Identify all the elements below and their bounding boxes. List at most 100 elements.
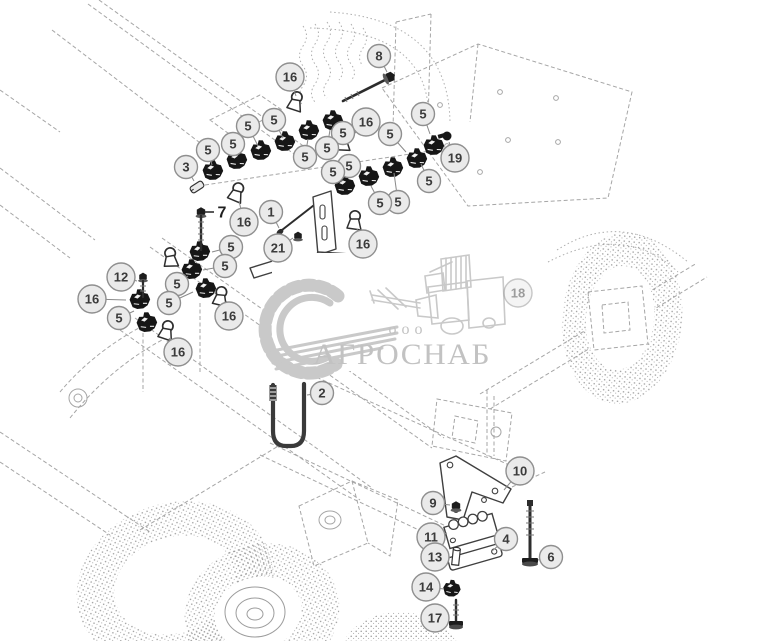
cable-clamp — [200, 157, 226, 183]
callout-5[interactable]: 5 — [410, 101, 436, 135]
callout-5[interactable]: 5 — [164, 271, 190, 297]
callout-18[interactable]: 18 — [503, 278, 533, 308]
wheels — [76, 232, 683, 641]
callout-16[interactable]: 16 — [77, 284, 127, 314]
watermark: ооо АГРОСНАБ — [258, 253, 510, 380]
svg-text:5: 5 — [173, 277, 180, 292]
svg-text:14: 14 — [419, 580, 434, 595]
cable-clamp — [272, 128, 298, 154]
svg-text:5: 5 — [229, 137, 236, 152]
callout-1[interactable]: 1 — [258, 199, 284, 229]
cable-clamp — [126, 286, 153, 312]
callout-4[interactable]: 4 — [491, 526, 519, 552]
callout-9[interactable]: 9 — [420, 490, 451, 516]
callout-16[interactable]: 16 — [348, 228, 378, 259]
callout-16[interactable]: 16 — [349, 107, 381, 139]
cable-clamp — [296, 117, 322, 143]
bolt-head — [381, 69, 398, 86]
callout-17[interactable]: 17 — [420, 603, 450, 633]
connector — [189, 180, 205, 194]
svg-text:5: 5 — [329, 165, 336, 180]
svg-text:8: 8 — [375, 49, 382, 64]
callout-14[interactable]: 14 — [411, 572, 445, 602]
spacer — [451, 546, 461, 566]
svg-text:5: 5 — [165, 296, 172, 311]
callout-16[interactable]: 16 — [214, 301, 244, 331]
callout-2[interactable]: 2 — [306, 380, 335, 406]
svg-text:18: 18 — [511, 286, 525, 301]
loop-clamp — [226, 180, 247, 205]
svg-text:16: 16 — [85, 292, 99, 307]
loop-clamp — [156, 318, 176, 342]
svg-text:5: 5 — [244, 119, 251, 134]
cable-clamp — [192, 275, 219, 301]
svg-text:5: 5 — [323, 141, 330, 156]
callout-19[interactable]: 19 — [440, 141, 470, 173]
svg-text:5: 5 — [204, 143, 211, 158]
svg-text:5: 5 — [270, 113, 277, 128]
callout-21[interactable]: 21 — [263, 233, 294, 263]
callout-5[interactable]: 5 — [106, 305, 135, 331]
cable-clamp — [441, 578, 462, 599]
label-7[interactable]: 7 — [204, 204, 227, 221]
svg-text:3: 3 — [182, 160, 189, 175]
callout-16[interactable]: 16 — [275, 62, 305, 97]
callout-5[interactable]: 5 — [195, 137, 221, 166]
nut — [293, 231, 303, 242]
callout-5[interactable]: 5 — [292, 138, 318, 170]
callout-13[interactable]: 13 — [420, 542, 450, 572]
svg-text:13: 13 — [428, 550, 442, 565]
svg-text:16: 16 — [356, 237, 370, 252]
callout-5[interactable]: 5 — [220, 131, 246, 157]
svg-text:6: 6 — [547, 550, 554, 565]
svg-text:5: 5 — [339, 126, 346, 141]
callout-10[interactable]: 10 — [503, 456, 535, 491]
svg-text:5: 5 — [419, 107, 426, 122]
callout-6[interactable]: 6 — [537, 544, 564, 570]
callout-16[interactable]: 16 — [229, 200, 259, 237]
watermark-company-name: АГРОСНАБ — [313, 338, 491, 371]
svg-text:5: 5 — [386, 127, 393, 142]
callout-5[interactable]: 5 — [377, 121, 407, 153]
callout-12[interactable]: 12 — [106, 262, 138, 292]
callout-5[interactable]: 5 — [367, 185, 393, 216]
callout-5[interactable]: 5 — [314, 129, 340, 161]
svg-text:16: 16 — [222, 309, 236, 324]
callout-5[interactable]: 5 — [320, 159, 346, 185]
svg-text:5: 5 — [394, 195, 401, 210]
callout-5[interactable]: 5 — [261, 107, 287, 139]
combine-harvester-watermark-icon — [369, 254, 506, 335]
svg-text:2: 2 — [318, 386, 325, 401]
svg-text:16: 16 — [237, 215, 251, 230]
svg-text:10: 10 — [513, 464, 527, 479]
loop-clamp — [160, 246, 180, 270]
svg-text:9: 9 — [429, 496, 436, 511]
svg-text:5: 5 — [425, 174, 432, 189]
cable-clamp — [404, 145, 430, 171]
svg-text:17: 17 — [428, 611, 442, 626]
callout-16[interactable]: 16 — [163, 337, 193, 367]
cable-clamp — [380, 154, 406, 180]
callout-5[interactable]: 5 — [202, 253, 238, 279]
callout-5[interactable]: 5 — [156, 290, 194, 316]
svg-text:4: 4 — [502, 532, 510, 547]
svg-text:5: 5 — [227, 240, 234, 255]
clamp-block — [443, 510, 499, 550]
svg-text:5: 5 — [115, 311, 122, 326]
callout-5[interactable]: 5 — [330, 120, 356, 146]
cable-clamp — [133, 309, 160, 335]
svg-text:16: 16 — [283, 70, 297, 85]
callout-5[interactable]: 5 — [416, 163, 442, 194]
svg-text:5: 5 — [345, 159, 352, 174]
svg-text:16: 16 — [359, 115, 373, 130]
svg-text:16: 16 — [171, 345, 185, 360]
callout-8[interactable]: 8 — [366, 43, 392, 73]
callout-3[interactable]: 3 — [173, 154, 199, 182]
svg-text:5: 5 — [221, 259, 228, 274]
gear-watermark-icon — [258, 278, 345, 380]
callout-5[interactable]: 5 — [235, 113, 261, 147]
svg-text:5: 5 — [301, 150, 308, 165]
